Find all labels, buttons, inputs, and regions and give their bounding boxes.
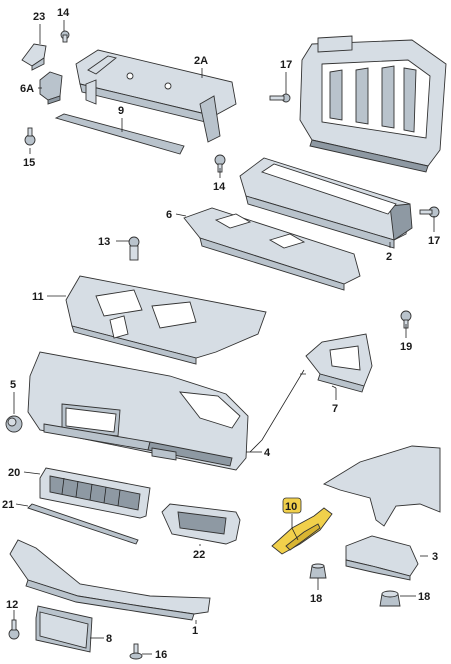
radiator-support-frame bbox=[299, 35, 447, 173]
part-15-screw bbox=[24, 127, 36, 146]
label-3: 3 bbox=[432, 551, 438, 563]
part-5-tow-cap bbox=[5, 415, 23, 433]
leader-lines bbox=[13, 20, 435, 655]
label-6a: 6A bbox=[20, 83, 34, 95]
part-14-screw-top bbox=[60, 30, 70, 43]
label-14-top: 14 bbox=[57, 7, 70, 19]
part-13-clip bbox=[128, 236, 140, 261]
part-18-nut-right bbox=[379, 590, 401, 607]
part-1-lower-bracket bbox=[9, 539, 211, 621]
label-10: 10 bbox=[285, 501, 297, 513]
part-9-strip bbox=[54, 113, 185, 155]
label-17-right: 17 bbox=[428, 235, 440, 247]
label-9: 9 bbox=[118, 105, 124, 117]
part-17-screw-right bbox=[419, 206, 440, 218]
label-22: 22 bbox=[193, 549, 205, 561]
label-20: 20 bbox=[8, 467, 20, 479]
label-11: 11 bbox=[32, 291, 44, 303]
label-23: 23 bbox=[33, 11, 45, 23]
part-16-screw bbox=[129, 643, 143, 660]
part-labels: 23 14 2A 17 6A 9 15 14 6 17 13 2 11 19 5… bbox=[2, 7, 440, 661]
label-14-mid: 14 bbox=[213, 181, 226, 193]
label-13: 13 bbox=[98, 236, 110, 248]
part-2a-cross-member bbox=[75, 49, 237, 143]
label-10-highlight-box bbox=[282, 497, 302, 514]
part-6-energy-absorber bbox=[183, 207, 361, 291]
label-8: 8 bbox=[106, 633, 112, 645]
label-2: 2 bbox=[386, 251, 392, 263]
label-4: 4 bbox=[264, 447, 271, 459]
label-6: 6 bbox=[166, 209, 172, 221]
fender-panel bbox=[322, 445, 441, 527]
label-12: 12 bbox=[6, 599, 18, 611]
part-22-fog-grille bbox=[161, 503, 241, 545]
part-11-undershield bbox=[65, 275, 267, 365]
part-8-plate-holder bbox=[35, 605, 93, 653]
part-4-bumper-cover bbox=[27, 351, 249, 471]
part-6a-clip bbox=[39, 71, 63, 105]
label-17-top: 17 bbox=[280, 59, 292, 71]
part-21-trim-strip bbox=[27, 503, 139, 545]
part-12-screw bbox=[8, 619, 20, 640]
label-2a: 2A bbox=[194, 55, 208, 67]
part-18-nut-left bbox=[309, 563, 327, 579]
label-18-left: 18 bbox=[310, 593, 322, 605]
label-5: 5 bbox=[10, 379, 16, 391]
part-7-bumper-bracket bbox=[305, 333, 373, 393]
label-16: 16 bbox=[155, 649, 167, 661]
label-19: 19 bbox=[400, 341, 412, 353]
part-20-grille bbox=[39, 467, 151, 519]
part-2-impact-beam bbox=[239, 157, 413, 249]
label-18-right: 18 bbox=[418, 591, 430, 603]
part-23-bracket bbox=[21, 43, 47, 71]
label-21: 21 bbox=[2, 499, 14, 511]
label-15: 15 bbox=[23, 157, 35, 169]
part-17-screw-top bbox=[269, 93, 291, 103]
part-10-highlighted-bracket bbox=[271, 507, 333, 555]
part-3-fender-bracket bbox=[345, 535, 419, 581]
label-7: 7 bbox=[332, 403, 338, 415]
label-1: 1 bbox=[192, 625, 198, 637]
